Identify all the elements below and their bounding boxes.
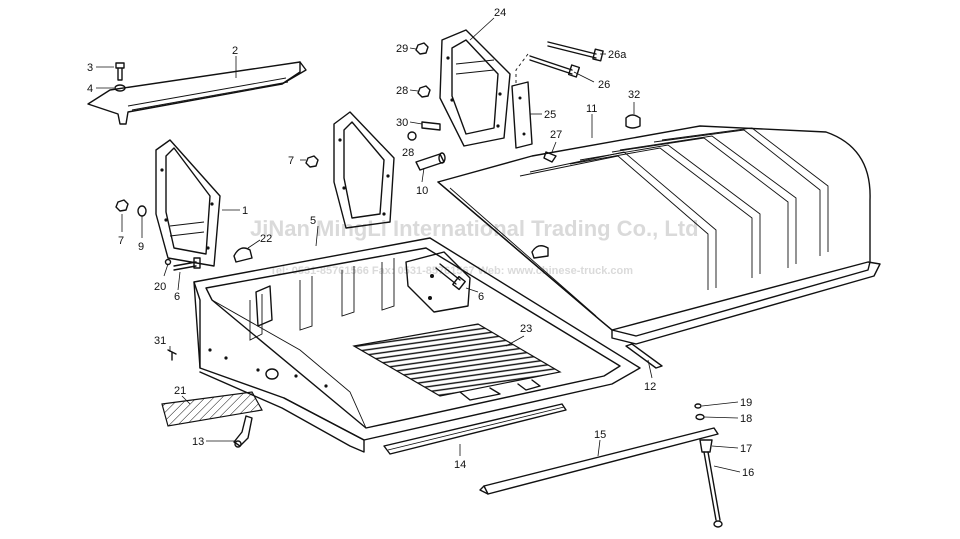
label-3: 3 [87,62,93,74]
label-15: 15 [594,429,606,441]
part-23-grate [352,323,562,401]
part-10-spacer [415,152,446,171]
part-18-washer [695,413,705,421]
part-12-strip [625,343,663,369]
part-6-bolt-right [435,263,466,291]
part-31-screw [167,349,177,361]
label-28-upper: 28 [396,85,408,97]
watermark-company: JiNan MingLi International Trading Co., … [250,216,699,241]
label-13: 13 [192,436,204,448]
label-27: 27 [550,129,562,141]
part-14-bar [383,403,567,455]
label-12: 12 [644,381,656,393]
label-22: 22 [260,233,272,245]
part-9-washer [137,205,147,217]
part-7-nut-upper [305,155,319,168]
label-31: 31 [154,335,166,347]
label-18: 18 [740,413,752,425]
part-clip-tray [531,245,549,259]
label-4: 4 [87,83,93,95]
part-25-plate [511,81,533,149]
label-7-upper: 7 [288,155,294,167]
label-32: 32 [628,89,640,101]
label-7-lower: 7 [118,235,124,247]
part-16-rod [703,451,723,528]
label-16: 16 [742,467,754,479]
label-14: 14 [454,459,466,471]
part-29-nut [415,42,429,55]
part-32-plug [625,114,641,129]
label-26a: 26a [608,49,627,61]
label-2: 2 [232,45,238,57]
part-15-strap [479,427,719,495]
part-7-nut-lower [115,199,129,212]
label-29: 29 [396,43,408,55]
part-5-tray [193,237,641,453]
part-3-bolt [115,62,125,81]
label-9: 9 [138,241,144,253]
part-24-bracket [439,29,511,147]
part-20-pin [164,258,172,266]
part-13-latch [233,415,253,448]
part-number-labels: 2 3 4 24 29 26a 26 28 32 25 11 30 27 28 … [87,7,754,479]
label-23: 23 [520,323,532,335]
part-11-cover [437,125,881,345]
part-26a-long-bolt [547,41,604,62]
assembly-line-26 [515,53,529,84]
label-26: 26 [598,79,610,91]
label-28-lower: 28 [402,147,414,159]
label-19: 19 [740,397,752,409]
part-28-nut-upper [417,85,431,98]
part-tray-inner-bracket [405,251,471,313]
label-25: 25 [544,109,556,121]
label-24: 24 [494,7,506,19]
part-30-bolt [407,121,441,141]
part-bracket-middle [333,111,395,229]
part-17-bushing [699,439,713,453]
leader-lines [96,17,741,473]
label-11: 11 [586,103,597,115]
part-26-long-bolt [529,55,581,78]
part-4-washer [114,84,126,92]
label-30: 30 [396,117,408,129]
label-5: 5 [310,215,316,227]
label-6-left: 6 [174,291,180,303]
label-21: 21 [174,385,186,397]
part-2-mounting-plate [87,61,307,125]
label-1: 1 [242,205,248,217]
part-1-bracket [155,139,221,267]
part-21-mesh-pad [161,391,263,427]
part-27-screw [543,151,557,163]
label-6-right: 6 [478,291,484,303]
part-6-bolt-left [173,257,201,271]
label-10: 10 [416,185,428,197]
part-22-clip [233,247,253,263]
part-19-nut [694,403,702,409]
label-17: 17 [740,443,752,455]
label-20: 20 [154,281,166,293]
watermark-contact: Tel: 0531-85761566 Fax: 0531-85761567 We… [270,265,633,277]
